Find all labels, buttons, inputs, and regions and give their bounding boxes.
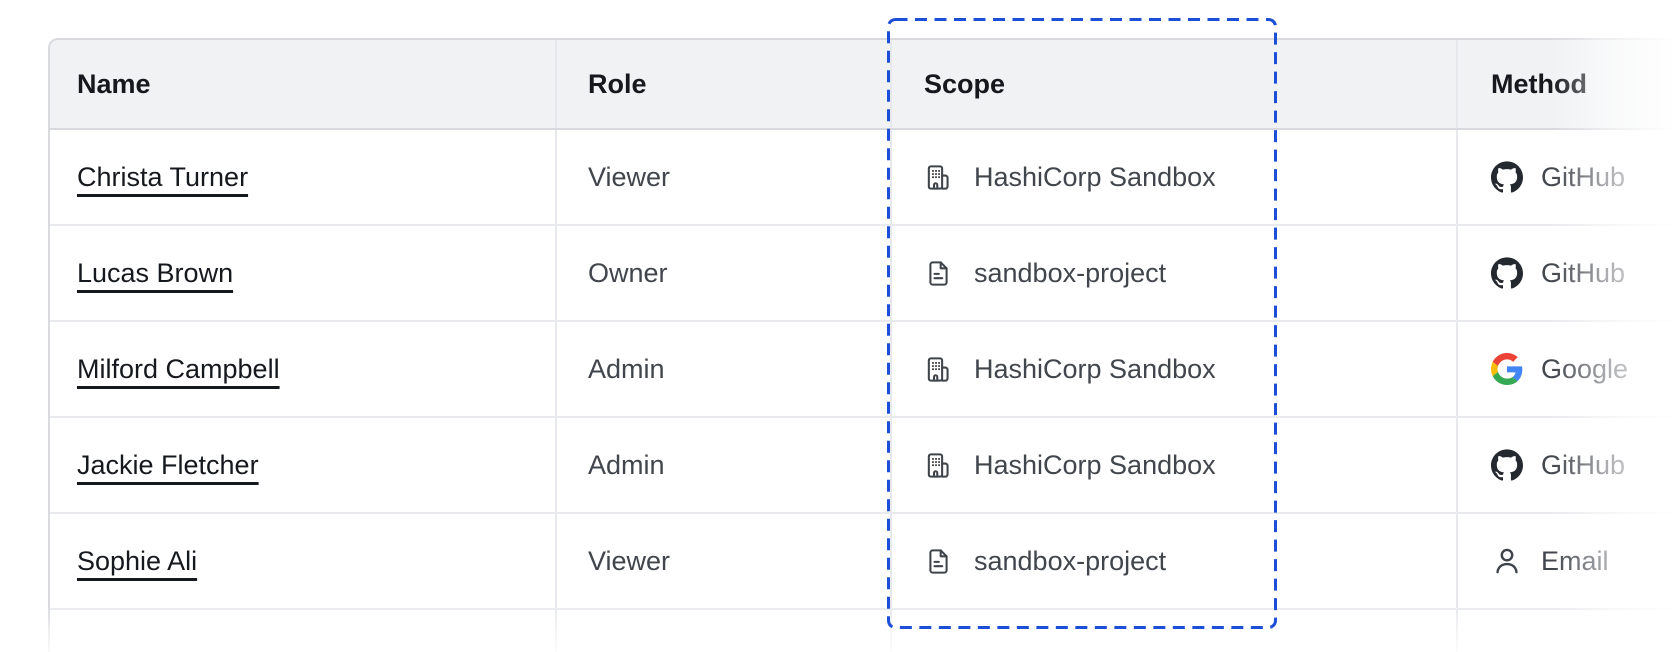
- user-name-link[interactable]: Sophie Ali: [77, 545, 198, 576]
- user-name-link[interactable]: Milford Campbell: [77, 353, 280, 384]
- organization-icon: [924, 451, 953, 480]
- scope-value: sandbox-project: [974, 545, 1167, 576]
- table-header-row: Name Role Scope Method: [50, 40, 1672, 130]
- google-icon: [1491, 353, 1523, 385]
- scope-cell: HashiCorp Sandbox: [890, 322, 1456, 416]
- role-value: Viewer: [588, 545, 671, 576]
- table-row: Lucas Brown Owner sandbox-project GitHub: [50, 226, 1672, 322]
- column-header-scope: Scope: [890, 40, 1456, 128]
- scope-value: sandbox-project: [974, 257, 1167, 288]
- method-value: GitHub: [1541, 257, 1626, 288]
- column-header-method-label: Method: [1491, 68, 1587, 99]
- column-header-method: Method: [1456, 40, 1672, 128]
- method-cell: GitHub: [1456, 226, 1672, 320]
- user-name-link[interactable]: Lucas Brown: [77, 257, 234, 288]
- column-header-role-label: Role: [588, 68, 647, 99]
- column-header-role: Role: [555, 40, 890, 128]
- method-cell: GitHub: [1456, 130, 1672, 224]
- table-body: Christa Turner Viewer HashiCorp Sandbox …: [50, 130, 1672, 610]
- column-header-name-label: Name: [77, 68, 151, 99]
- method-cell: Google: [1456, 322, 1672, 416]
- role-value: Admin: [588, 353, 665, 384]
- file-text-icon: [924, 547, 953, 576]
- role-cell: Viewer: [555, 514, 890, 608]
- method-cell: GitHub: [1456, 418, 1672, 512]
- scope-cell: HashiCorp Sandbox: [890, 130, 1456, 224]
- table-row: Christa Turner Viewer HashiCorp Sandbox …: [50, 130, 1672, 226]
- scope-value: HashiCorp Sandbox: [974, 161, 1216, 192]
- scope-value: HashiCorp Sandbox: [974, 449, 1216, 480]
- scope-value: HashiCorp Sandbox: [974, 353, 1216, 384]
- file-text-icon: [924, 259, 953, 288]
- scope-cell: sandbox-project: [890, 226, 1456, 320]
- role-value: Viewer: [588, 161, 671, 192]
- method-value: Email: [1541, 545, 1609, 576]
- user-name-link[interactable]: Jackie Fletcher: [77, 449, 259, 480]
- scope-cell: HashiCorp Sandbox: [890, 418, 1456, 512]
- role-cell: Viewer: [555, 130, 890, 224]
- name-cell: Christa Turner: [50, 130, 555, 224]
- method-value: GitHub: [1541, 449, 1626, 480]
- table-row: Sophie Ali Viewer sandbox-project Email: [50, 514, 1672, 610]
- organization-icon: [924, 163, 953, 192]
- github-icon: [1491, 161, 1523, 193]
- users-table: Name Role Scope Method Christa Turner Vi…: [48, 38, 1672, 652]
- role-cell: Admin: [555, 418, 890, 512]
- name-cell: Lucas Brown: [50, 226, 555, 320]
- scope-cell: sandbox-project: [890, 514, 1456, 608]
- column-header-scope-label: Scope: [924, 68, 1006, 99]
- github-icon: [1491, 257, 1523, 289]
- name-cell: Milford Campbell: [50, 322, 555, 416]
- method-value: GitHub: [1541, 161, 1626, 192]
- name-cell: Sophie Ali: [50, 514, 555, 608]
- method-cell: Email: [1456, 514, 1672, 608]
- organization-icon: [924, 355, 953, 384]
- github-icon: [1491, 449, 1523, 481]
- table-row-partial: [50, 610, 1672, 652]
- table-row: Milford Campbell Admin HashiCorp Sandbox…: [50, 322, 1672, 418]
- table-row: Jackie Fletcher Admin HashiCorp Sandbox …: [50, 418, 1672, 514]
- user-name-link[interactable]: Christa Turner: [77, 161, 249, 192]
- role-value: Owner: [588, 257, 668, 288]
- role-cell: Admin: [555, 322, 890, 416]
- user-icon: [1491, 545, 1523, 577]
- name-cell: Jackie Fletcher: [50, 418, 555, 512]
- method-value: Google: [1541, 353, 1629, 384]
- role-value: Admin: [588, 449, 665, 480]
- role-cell: Owner: [555, 226, 890, 320]
- column-header-name: Name: [50, 40, 555, 128]
